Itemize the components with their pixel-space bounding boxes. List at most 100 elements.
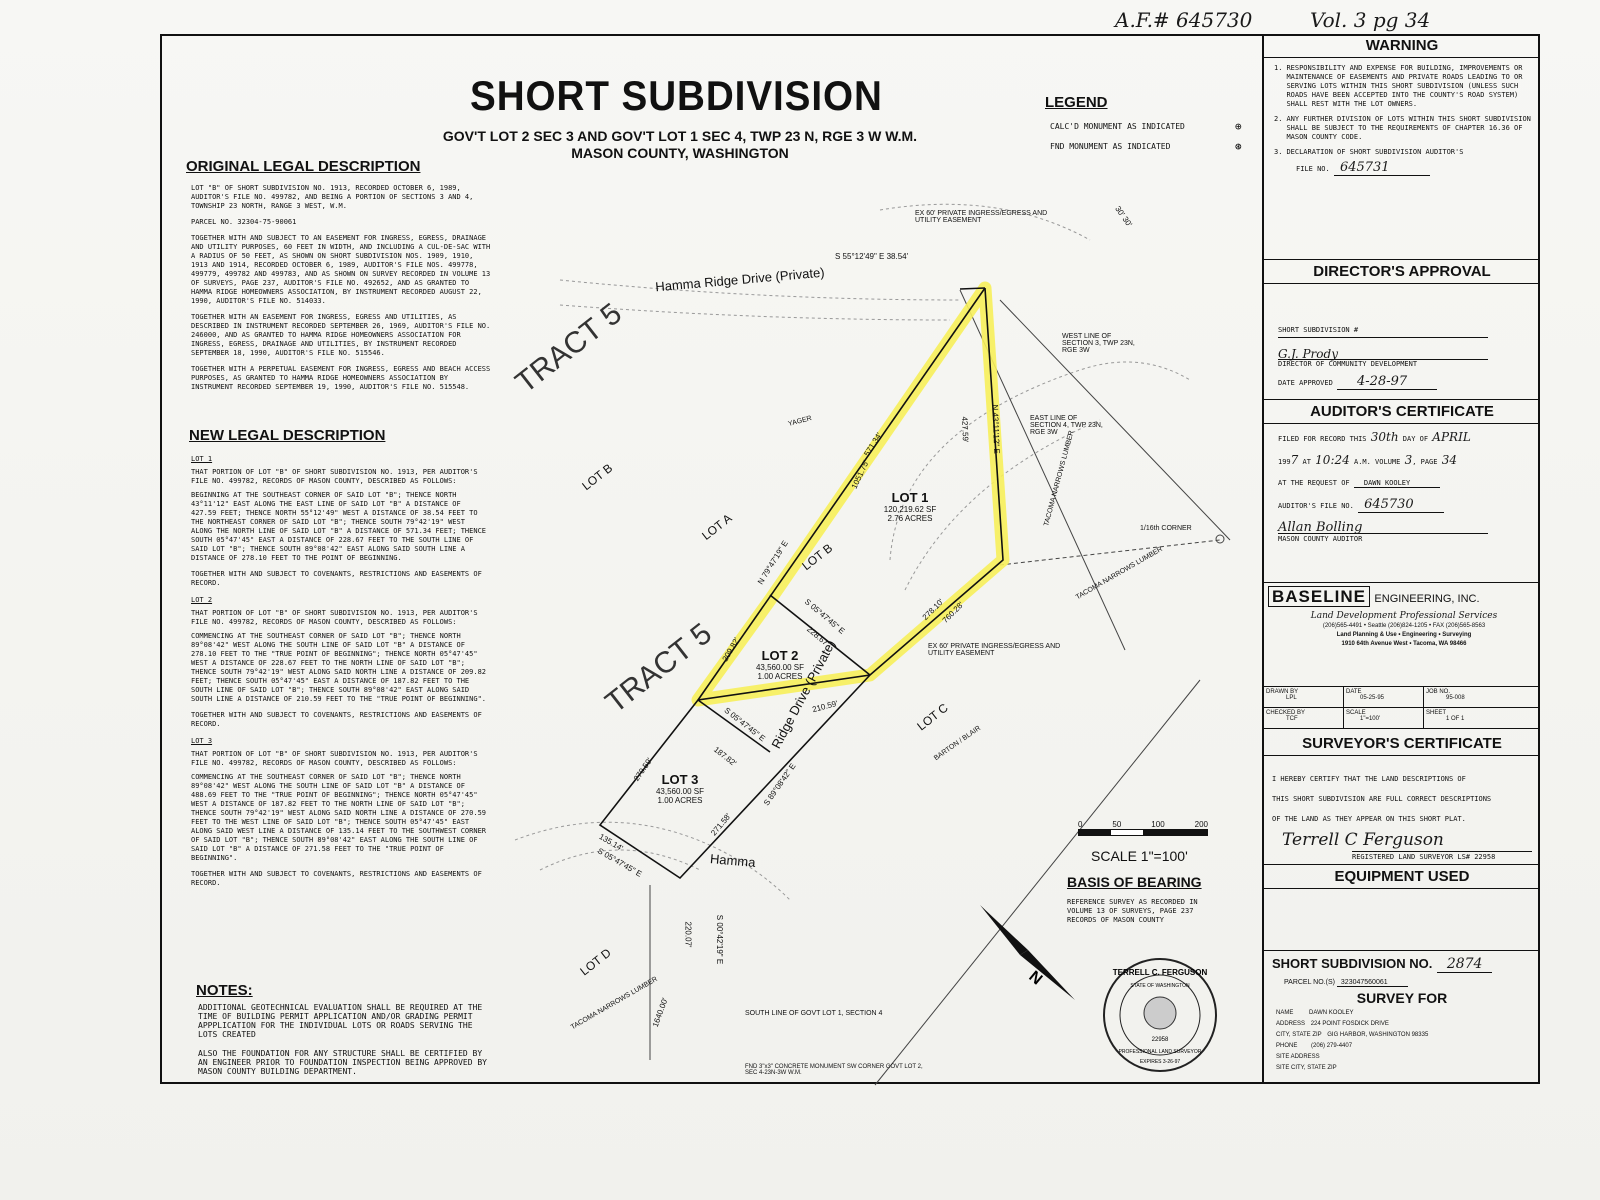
site-city-label: SITE CITY, STATE ZIP: [1276, 1065, 1337, 1071]
calc-monument-icon: ⊕: [1235, 120, 1242, 133]
lot1-acres: 2.76 ACRES: [887, 514, 933, 523]
cul-de-sac-arc-1: [889, 361, 1191, 561]
seal-profession: PROFESSIONAL LAND SURVEYOR: [1119, 1049, 1202, 1055]
date-approved-row: DATE APPROVED 4-28-97: [1278, 374, 1528, 390]
lot2-label: LOT 2: [761, 648, 799, 663]
west-line-label: WEST LINE OF SECTION 3, TWP 23N, RGE 3W: [1062, 333, 1135, 354]
lot1-lot2-line: [769, 594, 871, 676]
warning-item-3: 3.DECLARATION OF SHORT SUBDIVISION AUDIT…: [1274, 148, 1464, 156]
file-no-value: 645731: [1333, 160, 1430, 176]
warning-1-text: RESPONSIBILITY AND EXPENSE FOR BUILDING,…: [1286, 64, 1523, 108]
drawn-by-label: DRAWN BY: [1266, 689, 1299, 695]
engineer-address: 1910 64th Avenue West • Tacoma, WA 98466: [1341, 641, 1467, 647]
address-value: 224 POINT FOSDICK DRIVE: [1310, 1021, 1389, 1027]
date-approved-label: DATE APPROVED: [1278, 379, 1333, 387]
lot-lines: [598, 287, 1004, 880]
phone-label: PHONE: [1276, 1043, 1298, 1049]
auditor-heading: AUDITOR'S CERTIFICATE: [1264, 399, 1540, 424]
warning-heading: WARNING: [1264, 34, 1540, 58]
fnd-monument-icon: ⊛: [1235, 140, 1242, 153]
city-label: CITY, STATE ZIP: [1276, 1032, 1322, 1038]
county-auditor-label: MASON COUNTY AUDITOR: [1278, 533, 1488, 545]
request-value: DAWN KOOLEY: [1353, 479, 1441, 488]
sheet-label: SHEET: [1426, 710, 1447, 716]
north-line: [697, 287, 986, 701]
cert-line-1: I HEREBY CERTIFY THAT THE LAND DESCRIPTI…: [1272, 775, 1466, 783]
engineer-phones: (206)565-4491 • Seattle (206)824-1205 • …: [1322, 623, 1486, 629]
seal-state: STATE OF WASHINGTON: [1130, 983, 1190, 989]
lot1-label: LOT 1: [891, 490, 929, 505]
scale-ticks: 0 50 100 200: [1078, 820, 1208, 829]
filed-month: APRIL: [1432, 430, 1471, 444]
phone-row: PHONE (206) 279-4407: [1276, 1041, 1532, 1052]
scale-label: SCALE 1"=100': [1091, 848, 1188, 864]
basis-heading: BASIS OF BEARING: [1067, 874, 1202, 890]
lot2-desc-covenants: TOGETHER WITH AND SUBJECT TO COVENANTS, …: [191, 711, 482, 728]
year-prefix: 199: [1278, 458, 1291, 466]
equipment-heading: EQUIPMENT USED: [1264, 864, 1540, 889]
cert-line-2: THIS SHORT SUBDIVISION ARE FULL CORRECT …: [1272, 795, 1492, 803]
scale-bar: 0 50 100 200: [1078, 820, 1208, 836]
survey-for-heading: SURVEY FOR: [1356, 990, 1448, 1006]
north-arrow-icon: N: [980, 905, 1075, 1000]
lot1-area: LOT 1 120,219.62 SF 2.76 ACRES: [860, 490, 960, 523]
sheet-value: 1 OF 1: [1446, 716, 1465, 722]
engineer-name: ENGINEERING, INC.: [1374, 593, 1480, 605]
auditor-block: FILED FOR RECORD THIS 30th DAY OF APRIL …: [1278, 430, 1533, 545]
day-of-label: DAY OF: [1402, 435, 1429, 443]
corner-line: [999, 539, 1221, 566]
page-title: SHORT SUBDIVISION: [470, 72, 883, 119]
parcel-label: PARCEL NO.(S): [1284, 979, 1335, 986]
road-line-1: [559, 279, 961, 301]
basis-text: REFERENCE SURVEY AS RECORDED IN VOLUME 1…: [1067, 898, 1198, 924]
filed-day: 30th: [1370, 430, 1399, 444]
seal-expires: EXPIRES 3-26-97: [1140, 1059, 1181, 1065]
lot3-sf: 43,560.00 SF: [655, 787, 705, 796]
city-value: GIG HARBOR, WASHINGTON 98335: [1327, 1032, 1429, 1038]
lot3-desc-covenants: TOGETHER WITH AND SUBJECT TO COVENANTS, …: [191, 870, 482, 887]
legend-row-fnd: FND MONUMENT AS INDICATED ⊛: [1050, 140, 1250, 153]
lot2-desc-heading: LOT 2: [191, 596, 213, 604]
phone-value: (206) 279-4407: [1311, 1043, 1353, 1049]
cul-de-sac-arc-2: [904, 419, 1101, 591]
original-legal-p1: LOT "B" OF SHORT SUBDIVISION NO. 1913, R…: [191, 184, 474, 210]
lot1-desc-covenants: TOGETHER WITH AND SUBJECT TO COVENANTS, …: [191, 570, 482, 587]
warning-item-1: 1.RESPONSIBILITY AND EXPENSE FOR BUILDIN…: [1274, 64, 1534, 109]
lot3-desc-heading: LOT 3: [191, 737, 213, 745]
original-legal-p3: TOGETHER WITH AND SUBJECT TO AN EASEMENT…: [191, 234, 491, 305]
corner-monument-icon: [1215, 534, 1225, 544]
lot2-desc-body: COMMENCING AT THE SOUTHEAST CORNER OF SA…: [191, 632, 487, 703]
surveyor-signature: Terrell C Ferguson: [1282, 830, 1444, 850]
page-label: , PAGE: [1412, 458, 1438, 466]
bearing-east: N 43°11'12" E: [990, 404, 1002, 454]
director-block: SHORT SUBDIVISION # G.J. Prody DIRECTOR …: [1278, 326, 1528, 390]
subtitle-line-2: MASON COUNTY, WASHINGTON: [571, 145, 789, 161]
date-approved-value: 4-28-97: [1337, 374, 1438, 390]
scale-tick-50: 50: [1112, 820, 1122, 829]
volume-value: 3: [1404, 453, 1413, 467]
title-block-panel: WARNING 1.RESPONSIBILITY AND EXPENSE FOR…: [1262, 34, 1540, 1084]
warning-list: 1.RESPONSIBILITY AND EXPENSE FOR BUILDIN…: [1264, 58, 1540, 176]
scale-tick-200: 200: [1194, 820, 1208, 829]
at-label: AT: [1302, 458, 1311, 466]
scale-cell-label: SCALE: [1346, 710, 1366, 716]
survey-for-fields: NAME DAWN KOOLEY ADDRESS 224 POINT FOSDI…: [1272, 1008, 1532, 1074]
request-row: AT THE REQUEST OF DAWN KOOLEY: [1278, 478, 1533, 489]
lot1-desc: THAT PORTION OF LOT "B" OF SHORT SUBDIVI…: [191, 468, 478, 485]
name-label: NAME: [1276, 1010, 1294, 1016]
file-no-label: FILE NO.: [1296, 165, 1330, 173]
scale-tick-100: 100: [1151, 820, 1165, 829]
scale-tick-0: 0: [1078, 820, 1083, 829]
fnd-concrete-label: FND 3"x3" CONCRETE MONUMENT SW CORNER GO…: [745, 1064, 923, 1076]
surveyor-heading: SURVEYOR'S CERTIFICATE: [1264, 732, 1540, 756]
bearing-south-2: S 00°42'19" E: [715, 914, 725, 965]
short-subdivision-label: SHORT SUBDIVISION #: [1278, 326, 1488, 338]
original-legal-p5: TOGETHER WITH A PERPETUAL EASEMENT FOR I…: [191, 365, 491, 391]
original-legal-heading: ORIGINAL LEGAL DESCRIPTION: [186, 158, 421, 175]
lot3-label: LOT 3: [661, 772, 699, 787]
